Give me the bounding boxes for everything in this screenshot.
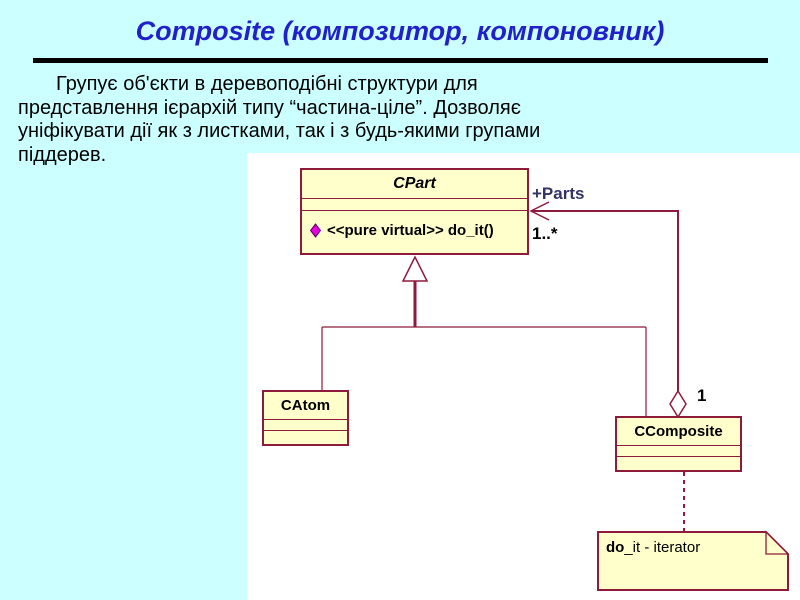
operation-visibility-diamond-icon xyxy=(310,223,321,238)
class-name: CComposite xyxy=(617,418,740,446)
class-box-catom: CAtom xyxy=(262,390,349,446)
class-operations-compartment xyxy=(617,457,740,469)
association-arrowhead-icon xyxy=(529,201,550,221)
class-box-ccomposite: CComposite xyxy=(615,416,742,472)
paragraph-line: Групує об'єкти в деревоподібні структури… xyxy=(56,73,478,95)
slide-title: Composite (композитор, компоновник) xyxy=(135,16,665,46)
class-attributes-compartment xyxy=(264,420,347,431)
multiplicity-composite-end: 1 xyxy=(697,386,707,405)
association-role-label: +Parts xyxy=(532,184,585,203)
class-attributes-compartment xyxy=(302,199,527,211)
note-shape xyxy=(597,531,789,591)
title-rule xyxy=(33,58,768,63)
class-name: CAtom xyxy=(264,392,347,420)
class-name: CPart xyxy=(302,170,527,199)
note-fold-icon xyxy=(765,530,790,555)
note-text: do_it - iterator xyxy=(606,539,700,556)
class-box-cpart: CPart <<pure virtual>> do_it() xyxy=(300,168,529,255)
inheritance-triangle-icon xyxy=(401,255,429,282)
multiplicity-part-end: 1..* xyxy=(532,224,558,243)
class-attributes-compartment xyxy=(617,446,740,457)
aggregation-diamond-icon xyxy=(669,389,687,419)
operation-label: <<pure virtual>> do_it() xyxy=(327,222,494,239)
class-operations-compartment xyxy=(264,431,347,443)
note-text-bold: do xyxy=(606,539,625,556)
paragraph-line: уніфікувати дії як з листками, так і з б… xyxy=(18,120,541,142)
association-line xyxy=(531,210,679,391)
paragraph-line: представлення ієрархій типу “частина-ціл… xyxy=(18,96,521,119)
note-text-rest: _it - iterator xyxy=(624,539,701,556)
class-operations-compartment: <<pure virtual>> do_it() xyxy=(302,211,527,250)
description-paragraph: Групує об'єкти в деревоподібні структури… xyxy=(18,73,738,167)
paragraph-line: піддерев. xyxy=(18,143,107,166)
